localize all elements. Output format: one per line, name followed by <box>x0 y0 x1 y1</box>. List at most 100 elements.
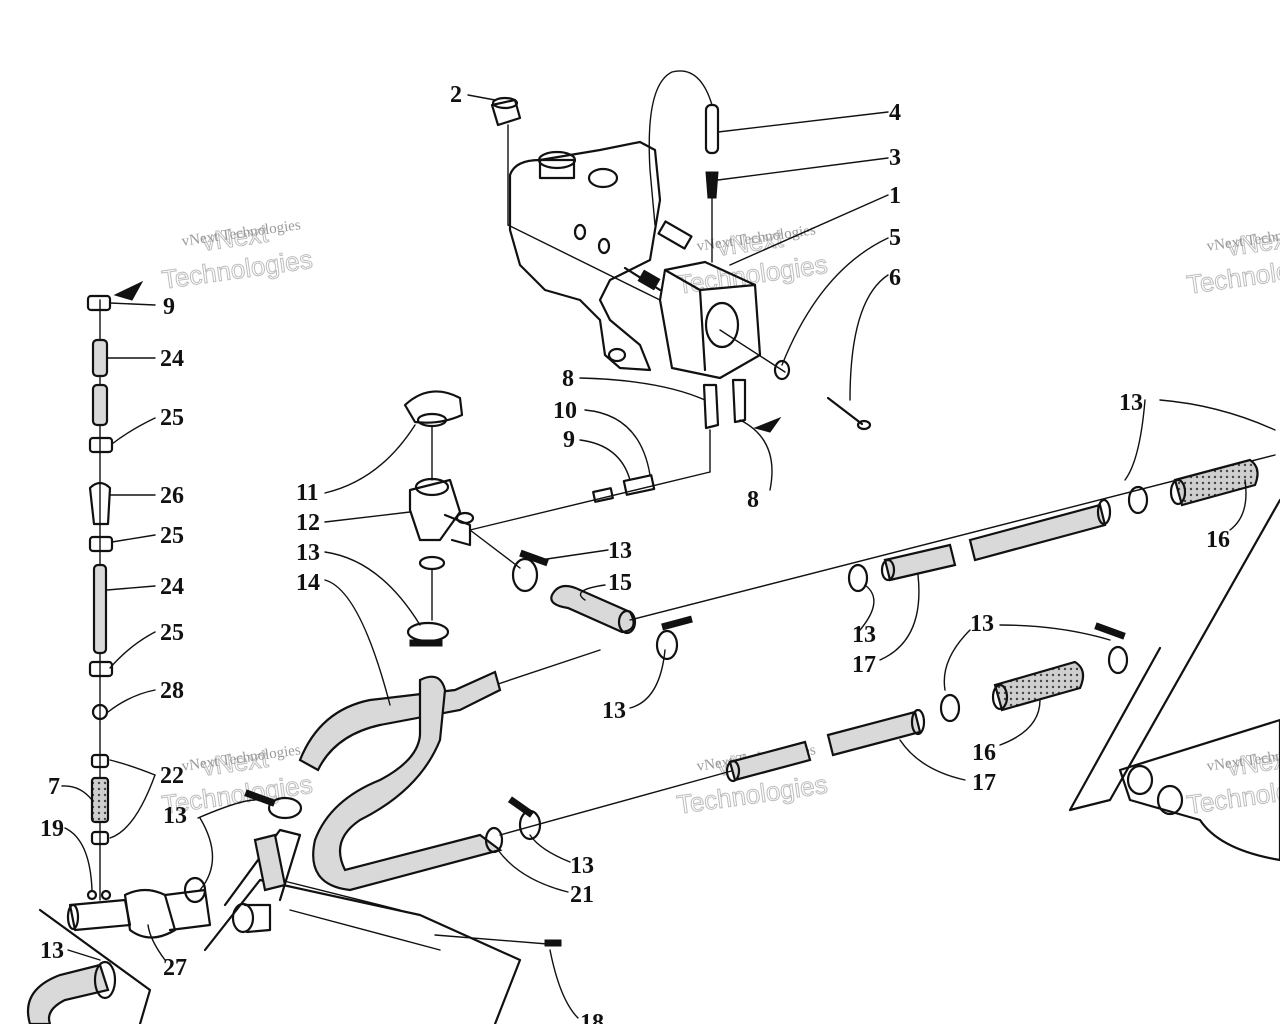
leader-10 <box>584 409 651 476</box>
callout-2: 2 <box>450 82 462 108</box>
leader-15 <box>579 584 606 601</box>
leader-16b <box>999 699 1041 746</box>
hose-clamp-9 <box>622 474 656 496</box>
leader-13f-b <box>999 624 1111 641</box>
callout-5: 5 <box>889 225 901 251</box>
clamp-screw <box>1094 622 1126 640</box>
hose-clamp <box>183 876 207 904</box>
hose-end <box>910 708 926 736</box>
callout-15: 15 <box>608 570 632 596</box>
fastener-line <box>434 934 561 946</box>
callout-24a: 24 <box>160 346 184 372</box>
hose-end <box>725 759 741 783</box>
callout-22: 22 <box>160 763 184 789</box>
clamp-25-middle <box>88 535 114 553</box>
filler-neck-assembly <box>403 390 711 621</box>
callout-17a: 17 <box>852 652 876 678</box>
frame-tube-end <box>1126 764 1154 796</box>
leader-22b <box>109 774 156 839</box>
hose-group <box>298 454 1276 892</box>
cap-leader-line <box>507 224 661 301</box>
watermark-1: vNext vNext Technologies Technologies <box>159 217 314 295</box>
filler-neck-side-tube <box>455 511 475 525</box>
leader-2 <box>467 94 496 101</box>
fitting-19 <box>86 889 98 901</box>
tank-filler-body <box>538 158 576 180</box>
small-cap <box>490 98 522 127</box>
hose-clamp <box>406 621 450 643</box>
base-panel-edge <box>38 908 152 1024</box>
tank-outlet-fitting <box>637 269 661 291</box>
frame-rail <box>1068 498 1280 812</box>
leader-13h <box>197 799 256 819</box>
clamp-22-lower <box>90 830 110 846</box>
callout-21: 21 <box>570 882 594 908</box>
callout-27: 27 <box>163 955 187 981</box>
leader-9b <box>109 302 156 306</box>
leader-8b <box>739 419 773 491</box>
hose-routing-line <box>629 454 1276 621</box>
leader-12 <box>324 511 411 523</box>
leader-9 <box>579 439 631 481</box>
direction-arrow <box>753 416 782 433</box>
clamp-25-upper <box>88 436 114 454</box>
callout-6: 6 <box>889 265 901 291</box>
hose-lower-left <box>26 963 110 1024</box>
tank-mount-boss <box>607 347 627 363</box>
watermark-6: vNext vNext Technologies Technologies <box>1184 742 1280 820</box>
hose-clamp <box>93 960 117 1000</box>
callout-25b: 25 <box>160 523 184 549</box>
hose-15 <box>550 584 635 634</box>
hose-14 <box>298 670 502 772</box>
tube-24-upper-b <box>91 383 109 427</box>
callout-13b: 13 <box>608 538 632 564</box>
leader-6 <box>849 274 889 401</box>
pump-bore <box>704 301 740 349</box>
leader-17b <box>899 739 966 781</box>
tube-24-lower <box>92 563 108 655</box>
leader-16a <box>1229 479 1247 531</box>
leader-24b <box>106 585 156 591</box>
callout-25c: 25 <box>160 620 184 646</box>
vent-tube <box>704 103 720 155</box>
fitting-19 <box>100 889 112 901</box>
callout-13d: 13 <box>852 622 876 648</box>
leader-13i <box>67 949 101 961</box>
hose-15-end <box>617 609 637 635</box>
hose-17-upper-short <box>883 543 957 582</box>
clamp-screw <box>507 796 535 818</box>
leader-22a <box>109 759 156 776</box>
clamp-22-upper <box>90 753 110 769</box>
leader-13c <box>629 649 666 709</box>
leader-21 <box>497 849 569 893</box>
leader-13f <box>943 629 971 691</box>
callout-7: 7 <box>48 774 60 800</box>
vent-hose-loop <box>648 70 713 226</box>
leader-25b <box>111 534 156 543</box>
connector-10 <box>592 487 614 503</box>
hose-clamp <box>511 557 539 593</box>
callout-19: 19 <box>40 816 64 842</box>
hose-end <box>991 683 1009 711</box>
callout-13h: 13 <box>163 803 187 829</box>
leader-27 <box>147 924 166 961</box>
fitting-28 <box>91 703 109 721</box>
filler-neck-outlet <box>418 555 446 571</box>
clamp-screw <box>519 549 549 567</box>
hose-14-s-section <box>312 675 503 892</box>
radiator-cap <box>403 390 464 424</box>
bolt-head <box>856 419 872 431</box>
leader-28 <box>107 689 156 713</box>
callout-25a: 25 <box>160 405 184 431</box>
leader-1 <box>729 194 889 266</box>
washer <box>773 359 791 381</box>
leader-5 <box>781 237 889 366</box>
callout-3: 3 <box>889 145 901 171</box>
frame-tube-end <box>1156 784 1184 816</box>
hose-clamp <box>655 629 679 661</box>
direction-arrow <box>113 280 144 301</box>
hose-21-end <box>484 826 504 854</box>
radiator-cap-seal <box>416 412 448 428</box>
filler-neck-body <box>408 478 462 542</box>
leader-8a <box>579 377 706 401</box>
